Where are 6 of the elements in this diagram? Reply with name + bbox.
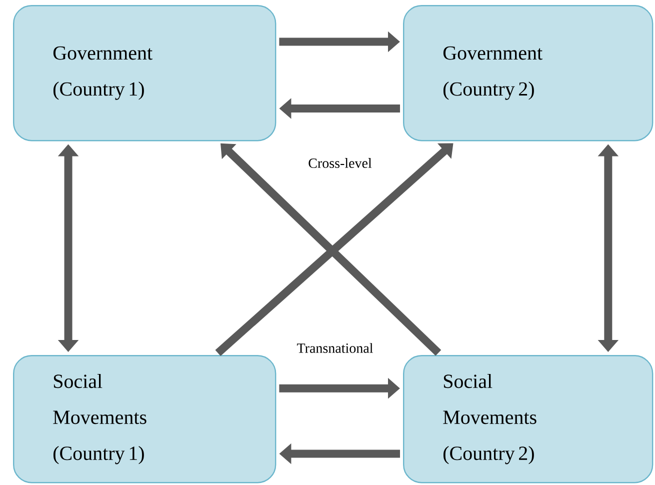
rounded-box: Government (Country 2) — [403, 5, 654, 142]
rounded-box: Social Movements (Country 1) — [13, 355, 276, 484]
label: Cross-level — [308, 158, 372, 168]
rounded-box: Government (Country 1) — [13, 5, 276, 142]
rounded-box: Social Movements (Country 2) — [403, 355, 654, 484]
label: Transnational — [297, 343, 373, 353]
